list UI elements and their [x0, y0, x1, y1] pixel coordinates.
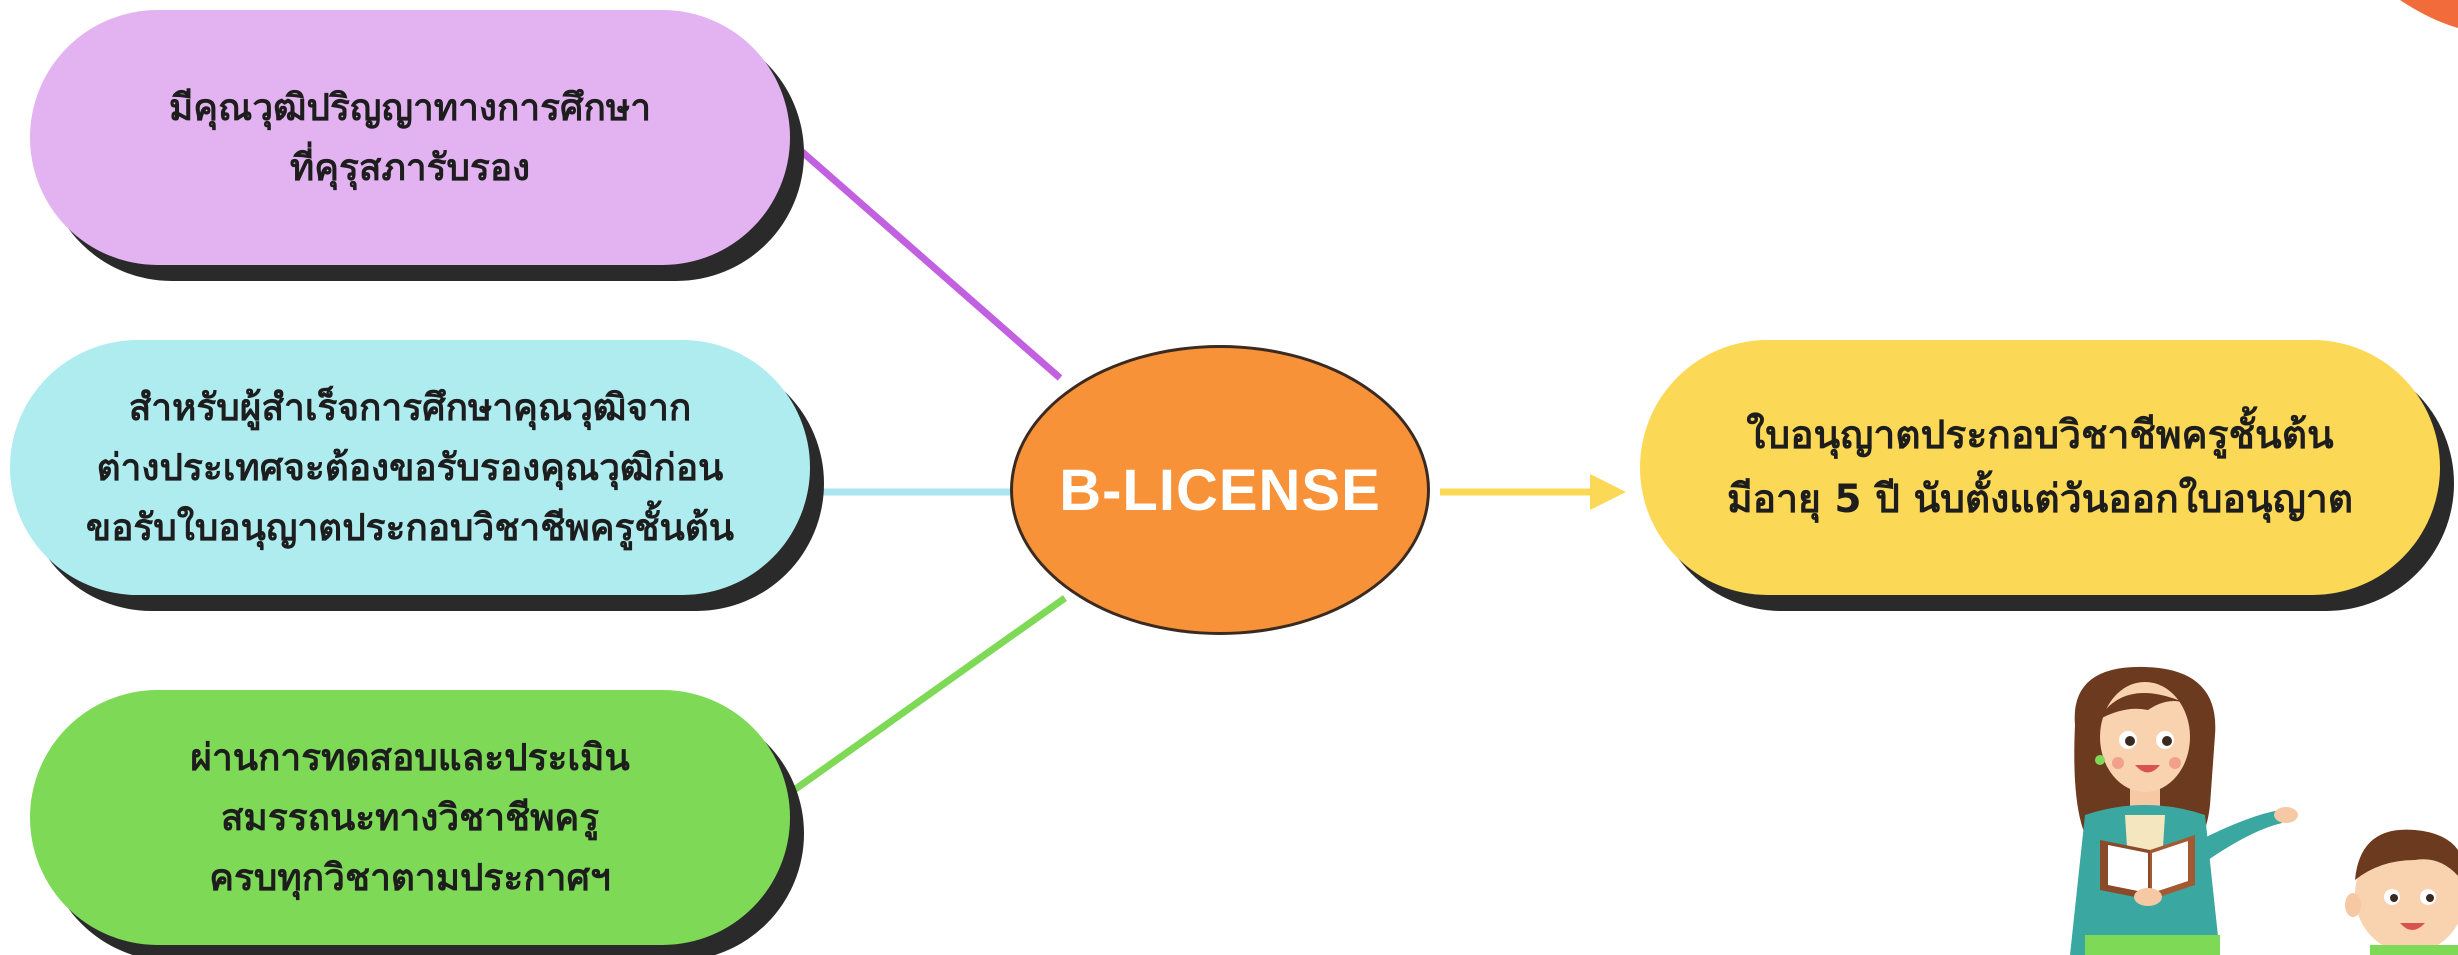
result-license: ใบอนุญาตประกอบวิชาชีพครูชั้นต้น มีอายุ 5… [1640, 340, 2440, 595]
requirement-degree: มีคุณวุฒิปริญญาทางการศึกษา ที่คุรุสภารับ… [30, 10, 790, 265]
result-license-text: ใบอนุญาตประกอบวิชาชีพครูชั้นต้น มีอายุ 5… [1726, 412, 2354, 522]
requirement-degree-text: มีคุณวุฒิปริญญาทางการศึกษา ที่คุรุสภารับ… [168, 85, 652, 189]
requirement-foreign-degree-text: สำหรับผู้สำเร็จการศึกษาคุณวุฒิจาก ต่างปร… [85, 385, 735, 549]
requirement-foreign-degree: สำหรับผู้สำเร็จการศึกษาคุณวุฒิจาก ต่างปร… [10, 340, 810, 595]
corner-decoration [2400, 0, 2458, 28]
arrow-head [1590, 474, 1626, 510]
requirement-competency-test-text: ผ่านการทดสอบและประเมิน สมรรถนะทางวิชาชีพ… [190, 735, 630, 899]
requirement-competency-test: ผ่านการทดสอบและประเมิน สมรรถนะทางวิชาชีพ… [30, 690, 790, 945]
teacher-illustration [2070, 666, 2458, 955]
connector-line-1 [797, 147, 1063, 381]
center-label: B-LICENSE [1059, 457, 1381, 523]
center-node: B-LICENSE [1010, 345, 1430, 635]
connector-line-3 [777, 595, 1068, 803]
